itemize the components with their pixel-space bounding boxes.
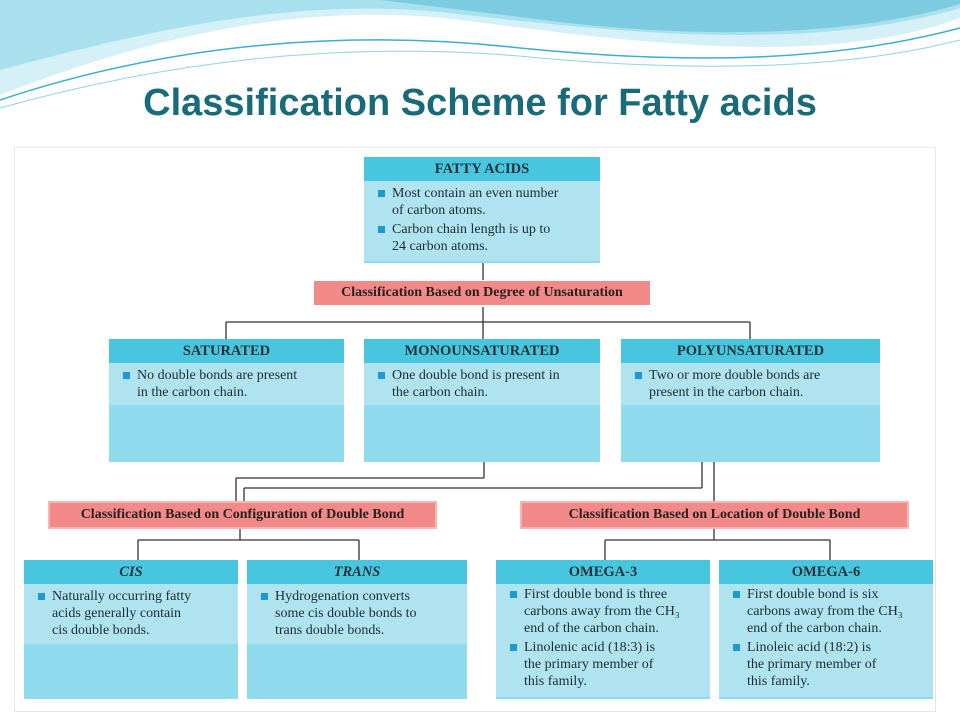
- bullet-point: One double bond is present in the carbon…: [378, 367, 592, 401]
- saturated-box: SATURATED No double bonds are present in…: [109, 339, 344, 462]
- classifier-location-of-double-bond: Classification Based on Location of Doub…: [522, 503, 907, 527]
- monounsaturated-box: MONOUNSATURATED One double bond is prese…: [364, 339, 600, 462]
- polyunsaturated-box: POLYUNSATURATED Two or more double bonds…: [621, 339, 880, 462]
- header-wave-decoration: [0, 0, 960, 109]
- connector-lines: [137, 263, 831, 560]
- bullet-point: Linolenic acid (18:3) is the primary mem…: [510, 639, 702, 690]
- cis-box: CIS Naturally occurring fatty acids gene…: [24, 560, 238, 699]
- bullet-point: Carbon chain length is up to 24 carbon a…: [378, 221, 592, 255]
- trans-heading: TRANS: [247, 560, 467, 584]
- saturated-heading: SATURATED: [109, 339, 344, 363]
- bullet-point: Linoleic acid (18:2) is the primary memb…: [733, 639, 925, 690]
- classifier-degree-of-unsaturation: Classification Based on Degree of Unsatu…: [314, 281, 650, 305]
- bullet-point: Naturally occurring fatty acids generall…: [38, 588, 230, 639]
- omega-6-heading: OMEGA-6: [719, 560, 933, 584]
- fatty-acids-box: FATTY ACIDS Most contain an even number …: [364, 157, 600, 263]
- fatty-acids-heading: FATTY ACIDS: [364, 157, 600, 181]
- fatty-acid-classification-diagram: FATTY ACIDS Most contain an even number …: [14, 147, 936, 712]
- omega-6-box: OMEGA-6 First double bond is six carbons…: [719, 560, 933, 699]
- bullet-point: No double bonds are present in the carbo…: [123, 367, 336, 401]
- slide-title: Classification Scheme for Fatty acids: [143, 82, 817, 124]
- trans-box: TRANS Hydrogenation converts some cis do…: [247, 560, 467, 699]
- bullet-point: Most contain an even number of carbon at…: [378, 185, 592, 219]
- bullet-point: Hydrogenation converts some cis double b…: [261, 588, 459, 639]
- cis-heading: CIS: [24, 560, 238, 584]
- fatty-acids-points: Most contain an even number of carbon at…: [378, 185, 592, 255]
- monounsaturated-heading: MONOUNSATURATED: [364, 339, 600, 363]
- bullet-point: First double bond is three carbons away …: [510, 586, 702, 637]
- omega-3-heading: OMEGA-3: [496, 560, 710, 584]
- omega-3-box: OMEGA-3 First double bond is three carbo…: [496, 560, 710, 699]
- bullet-point: Two or more double bonds are present in …: [635, 367, 872, 401]
- polyunsaturated-heading: POLYUNSATURATED: [621, 339, 880, 363]
- classifier-configuration-of-double-bond: Classification Based on Configuration of…: [50, 503, 435, 527]
- bullet-point: First double bond is six carbons away fr…: [733, 586, 925, 637]
